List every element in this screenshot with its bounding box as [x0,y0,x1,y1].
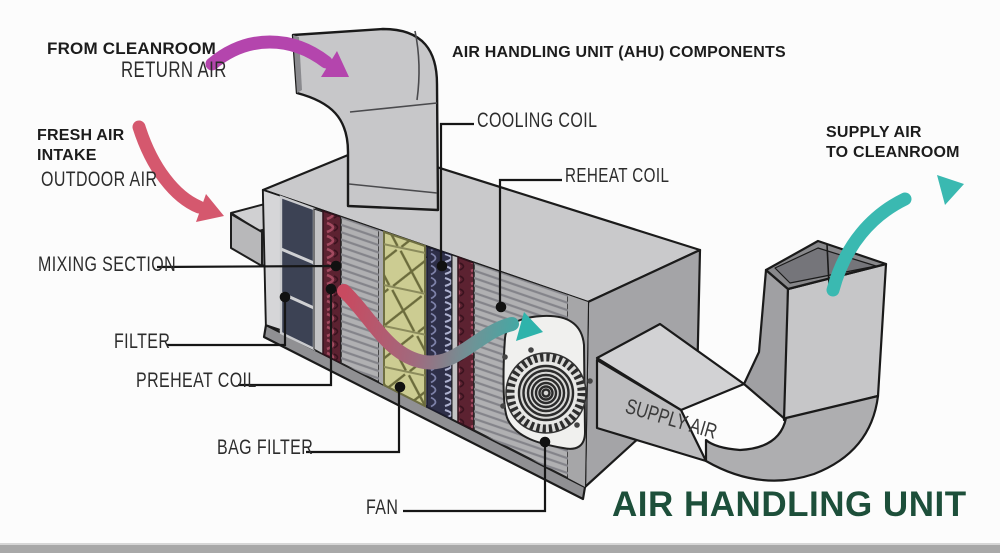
fresh-air-heading-line1: FRESH AIR [37,127,125,144]
frame-strip-2 [451,254,459,423]
label-fan: FAN [366,495,399,520]
label-reheat-coil: REHEAT COIL [565,164,670,188]
dot-bag-filter [394,381,406,393]
dot-mixing-section [330,260,342,272]
leader-fan [403,444,547,513]
supply-air-heading-line1: SUPPLY AIR [826,124,922,141]
bottom-bar [0,545,1000,553]
supply-air-heading-line2: TO CLEANROOM [826,144,960,161]
return-air-arrow-icon [205,35,349,77]
cooling-coil-graphic [426,245,453,421]
label-cooling-coil: COOLING COIL [477,108,598,133]
from-cleanroom-heading: FROM CLEANROOM [47,39,217,58]
dot-fan [539,436,551,448]
supply-air-duct [595,239,888,482]
airflow-gradient-arrow-icon [337,284,543,370]
label-mixing-section: MIXING SECTION [38,252,177,277]
leader-lines [156,122,562,513]
label-preheat-coil: PREHEAT COIL [136,368,257,393]
fresh-air-heading-line2: INTAKE [37,147,97,164]
frame-strip [313,208,324,355]
fresh-air-arrow-icon [132,120,224,222]
bag-filter-graphic [383,230,426,408]
dot-reheat-coil [495,301,507,313]
leader-filter [167,298,287,347]
label-bag-filter: BAG FILTER [217,435,314,460]
dot-filter [279,291,291,303]
leader-mixing-section [156,264,337,269]
dot-cooling-coil [436,260,448,272]
diagram-title: AIR HANDLING UNIT (AHU) COMPONENTS [452,44,786,61]
return-air-label: RETURN AIR [121,57,227,83]
outdoor-air-label: OUTDOOR AIR [41,167,158,192]
leader-dots [279,260,551,448]
leader-cooling-coil [439,122,474,267]
label-filter: FILTER [114,329,171,354]
leader-preheat-coil [238,291,333,387]
dot-preheat-coil [325,283,337,295]
leader-reheat-coil [498,178,562,308]
fan-graphic [500,314,593,450]
leader-bag-filter [306,389,401,454]
product-title: AIR HANDLING UNIT [612,485,967,524]
supply-air-arrow-icon [826,175,964,297]
